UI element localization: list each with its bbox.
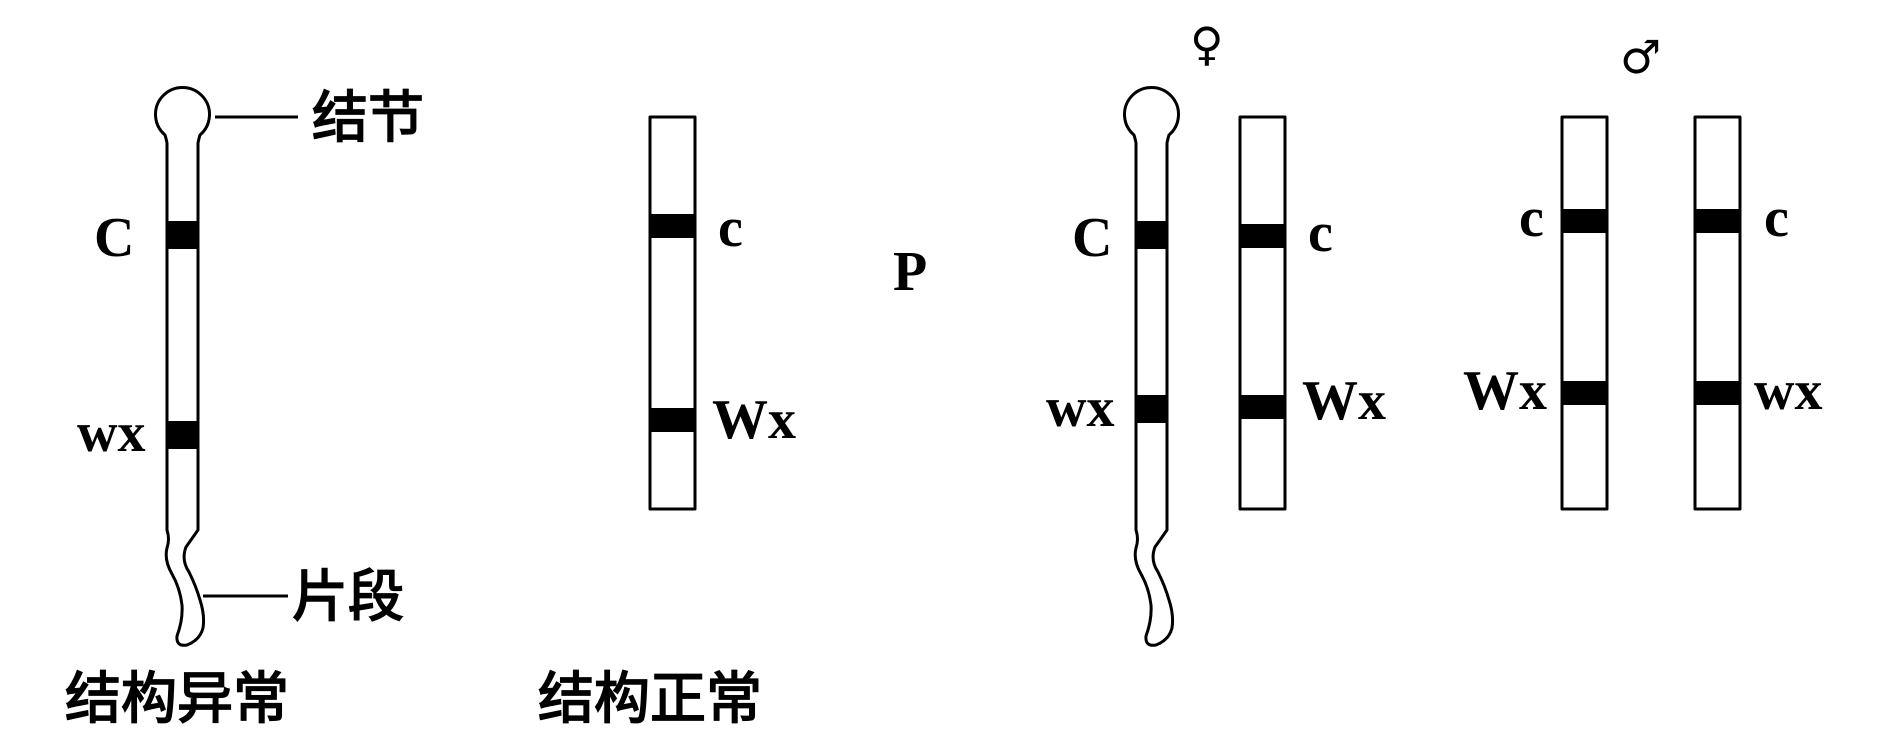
female-right-Wx-band [1241,395,1284,419]
normal-c-band [651,214,694,238]
male-symbol: ♂ [1620,30,1661,84]
female-left-C-label: C [1072,207,1112,269]
male-right-wx-label: wx [1754,360,1822,422]
parent-label: P [893,241,927,303]
abnormal-wx-label: wx [77,402,145,464]
female-left-wx-label: wx [1046,377,1114,439]
male-left-chromosome-body [1560,115,1609,511]
female-right-c-band [1241,224,1284,248]
female-left-C-band [1136,221,1167,249]
normal-Wx-band [651,408,694,432]
male-right-c-label: c [1764,187,1789,249]
female-symbol: ♀ [1190,17,1224,71]
female-parent: ♀ C wx c Wx [1046,17,1386,647]
male-left-c-band [1563,209,1606,233]
male-right-wx-band [1696,381,1739,405]
abnormal-chromosome: C wx 结节 片段 结构异常 [65,86,424,732]
female-right-Wx-label: Wx [1302,370,1386,432]
female-right-c-label: c [1308,202,1333,264]
female-left-wx-band [1136,395,1167,423]
normal-caption: 结构正常 [538,667,762,732]
male-right-chromosome-body [1693,115,1742,511]
male-right-c-band [1696,209,1739,233]
male-left-Wx-label: Wx [1463,360,1547,422]
abnormal-C-band [167,221,198,249]
knob-label: 结节 [312,86,424,151]
male-left-Wx-band [1563,381,1606,405]
abnormal-C-label: C [94,207,134,269]
male-parent: ♂ c Wx c wx [1463,30,1822,511]
female-left-chromosome-body [1123,86,1180,647]
abnormal-chromosome-body [154,86,211,647]
normal-chromosome-body [648,115,697,511]
abnormal-caption: 结构异常 [65,667,289,732]
normal-chromosome: c Wx 结构正常 [538,115,796,732]
normal-Wx-label: Wx [712,389,796,451]
abnormal-wx-band [167,421,198,449]
female-right-chromosome-body [1238,115,1287,511]
normal-c-label: c [718,197,743,259]
male-left-c-label: c [1519,187,1544,249]
fragment-label: 片段 [292,565,404,630]
